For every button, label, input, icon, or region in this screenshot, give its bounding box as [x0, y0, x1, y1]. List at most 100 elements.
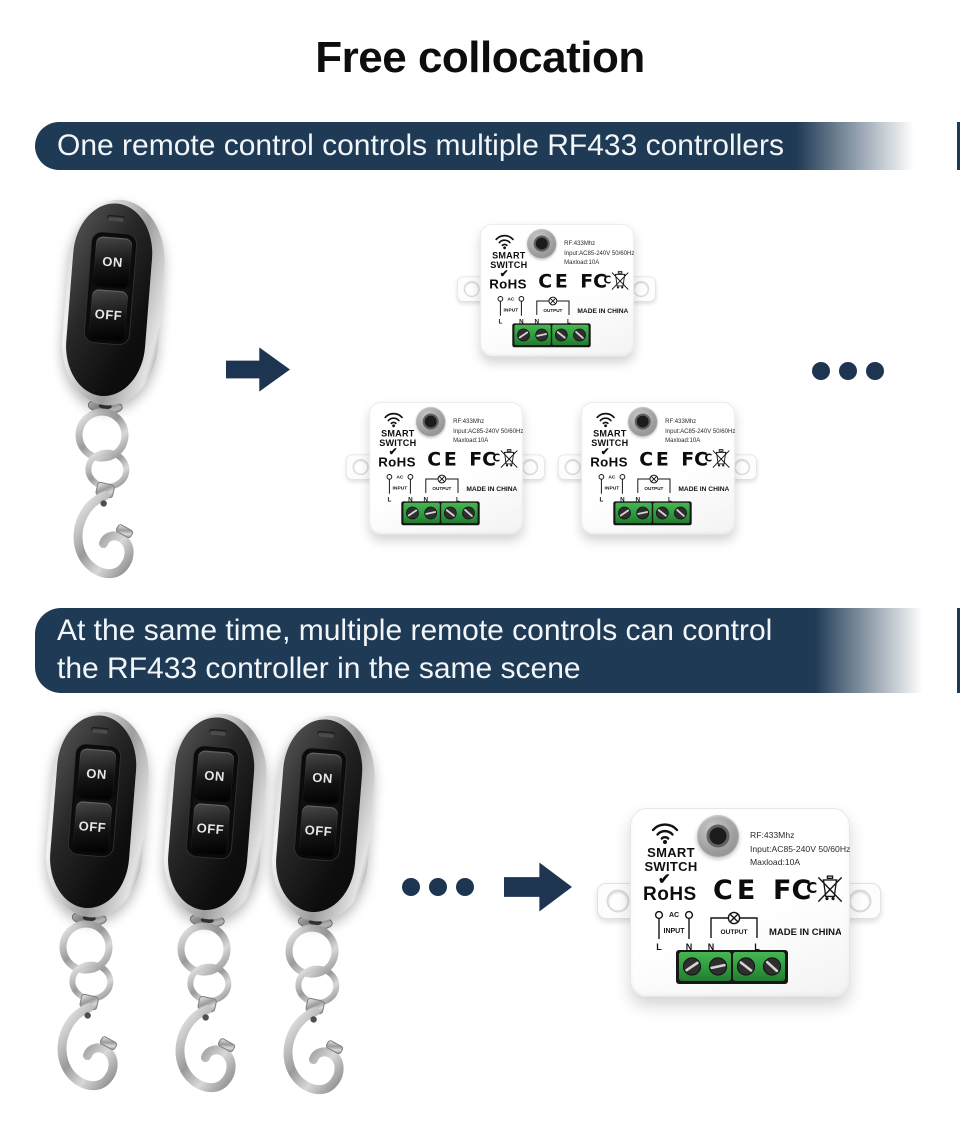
spec-maxload: Maxload:10A — [564, 258, 600, 266]
wiring-input-label: INPUT — [393, 486, 408, 492]
certification-row: ✔RoHS CE FCC — [378, 446, 518, 473]
remote-button-panel: ON OFF — [68, 743, 121, 857]
fcc-inner-c: C — [704, 451, 713, 465]
made-in-china-label: MADE IN CHINA — [678, 486, 728, 493]
banner-one-edge-strip — [957, 122, 960, 170]
brand-line-2: SWITCH — [490, 259, 528, 270]
spec-text: RF:433Mhz Input:AC85-240V 50/60Hz Maxloa… — [453, 417, 523, 445]
remote-on-button: ON — [302, 752, 343, 804]
rf-signal-icon — [384, 412, 403, 428]
remote-face: ON OFF — [46, 712, 141, 912]
brand-label: SMART SWITCH — [585, 429, 634, 448]
brand-line-2: SWITCH — [591, 437, 629, 448]
brand-line-1: SMART — [593, 427, 627, 439]
remote-control-2: ON OFF — [41, 708, 160, 1102]
keychain-clasp-icon — [175, 912, 236, 1093]
wiring-output-label: OUTPUT — [543, 308, 562, 313]
controller-body: SMART SWITCH RF:433Mhz Input:AC85-240V 5… — [480, 224, 634, 357]
wiring-diagram: AC INPUT L N OUTPUT N L MADE IN CHINA — [654, 910, 841, 952]
remote-control: ON OFF — [141, 710, 283, 1108]
controller-body: SMART SWITCH RF:433Mhz Input:AC85-240V 5… — [630, 808, 850, 997]
spec-rf: RF:433Mhz — [750, 830, 795, 840]
rf433-controller-1: SMART SWITCH RF:433Mhz Input:AC85-240V 5… — [457, 224, 656, 357]
certification-row: ✔RoHS CE FCC — [590, 446, 730, 473]
pairing-button-center — [422, 413, 439, 430]
banner-two-line-1: At the same time, multiple remote contro… — [57, 614, 773, 647]
check-icon: ✔ — [499, 268, 509, 280]
mounting-hole-icon — [606, 889, 630, 913]
remote-off-button: OFF — [88, 288, 129, 341]
wiring-ac-label: AC — [507, 296, 515, 302]
wiring-output-label: OUTPUT — [432, 486, 451, 491]
fcc-text: FC — [580, 270, 607, 293]
ce-mark: CE — [639, 448, 672, 471]
banner-two-edge-strip — [957, 608, 960, 693]
pairing-button — [527, 228, 557, 259]
brand-line-1: SMART — [647, 845, 695, 860]
rohs-mark: ✔RoHS — [643, 871, 697, 906]
wiring-l-right-label: L — [754, 942, 760, 952]
mounting-hole-icon — [848, 889, 872, 913]
brand-line-2: SWITCH — [644, 858, 698, 874]
rohs-text: RoHS — [489, 277, 527, 292]
remote-off-button: OFF — [190, 802, 231, 855]
fcc-text: FC — [469, 448, 496, 471]
pairing-button-center — [533, 235, 550, 252]
dot-icon — [456, 878, 474, 896]
remote-control: ON OFF — [39, 196, 181, 594]
brand-line-1: SMART — [381, 427, 415, 439]
rf-signal-icon — [596, 412, 615, 428]
wiring-l-left-label: L — [599, 496, 603, 502]
ce-mark: CE — [427, 448, 460, 471]
wiring-ac-label: AC — [396, 474, 404, 480]
wiring-input-label: INPUT — [664, 928, 686, 935]
ce-mark: CE — [538, 270, 571, 293]
rohs-mark: ✔RoHS — [590, 446, 628, 470]
weee-crossed-bin-icon — [712, 449, 730, 468]
remote-body: ON OFF — [41, 708, 154, 922]
spec-maxload: Maxload:10A — [750, 857, 801, 867]
pairing-button — [697, 815, 739, 857]
rohs-text: RoHS — [643, 884, 697, 905]
spec-input: Input:AC85-240V 50/60Hz — [453, 426, 524, 434]
remote-button-panel: ON OFF — [84, 231, 137, 345]
remote-button-panel: ON OFF — [186, 745, 239, 859]
mounting-hole-icon — [463, 281, 480, 298]
fcc-mark: FCC — [580, 271, 611, 293]
dot-icon — [839, 362, 857, 380]
made-in-china-label: MADE IN CHINA — [466, 486, 516, 493]
wiring-diagram: AC INPUT L N OUTPUT N L MADE IN CHINA — [497, 296, 628, 325]
certification-row: ✔RoHS CE FCC — [643, 871, 843, 909]
wiring-output-label: OUTPUT — [720, 929, 747, 936]
remote-face: ON OFF — [272, 716, 367, 916]
terminal-block — [613, 501, 692, 526]
rohs-mark: ✔RoHS — [489, 268, 527, 292]
ellipsis-dots-icon — [812, 362, 884, 380]
wiring-l-left-label: L — [656, 942, 662, 952]
rf433-controller-4: SMART SWITCH RF:433Mhz Input:AC85-240V 5… — [597, 808, 881, 997]
made-in-china-label: MADE IN CHINA — [769, 927, 841, 938]
fcc-mark: FCC — [469, 449, 500, 471]
weee-crossed-bin-icon — [817, 875, 843, 903]
banner-many-remotes: At the same time, multiple remote contro… — [35, 608, 941, 693]
fcc-inner-c: C — [603, 273, 612, 287]
mounting-hole-icon — [352, 459, 369, 476]
remote-led-indicator — [316, 730, 335, 739]
banner-one-remote: One remote control controls multiple RF4… — [35, 122, 941, 170]
rf433-controller-2: SMART SWITCH RF:433Mhz Input:AC85-240V 5… — [346, 402, 545, 535]
page-title: Free collocation — [315, 33, 645, 82]
dot-icon — [812, 362, 830, 380]
check-icon: ✔ — [658, 871, 672, 888]
terminal-block — [676, 950, 788, 984]
dot-icon — [402, 878, 420, 896]
wiring-n-left-label: N — [408, 496, 413, 502]
controller-body: SMART SWITCH RF:433Mhz Input:AC85-240V 5… — [369, 402, 523, 535]
pairing-button-center — [706, 824, 730, 848]
spec-maxload: Maxload:10A — [453, 436, 489, 444]
banner-two-line-2: the RF433 controller in the same scene — [57, 652, 581, 685]
remote-body: ON OFF — [159, 710, 272, 924]
terminal-block — [512, 323, 591, 348]
spec-text: RF:433Mhz Input:AC85-240V 50/60Hz Maxloa… — [750, 829, 850, 870]
keychain-clasp-icon — [57, 910, 118, 1091]
